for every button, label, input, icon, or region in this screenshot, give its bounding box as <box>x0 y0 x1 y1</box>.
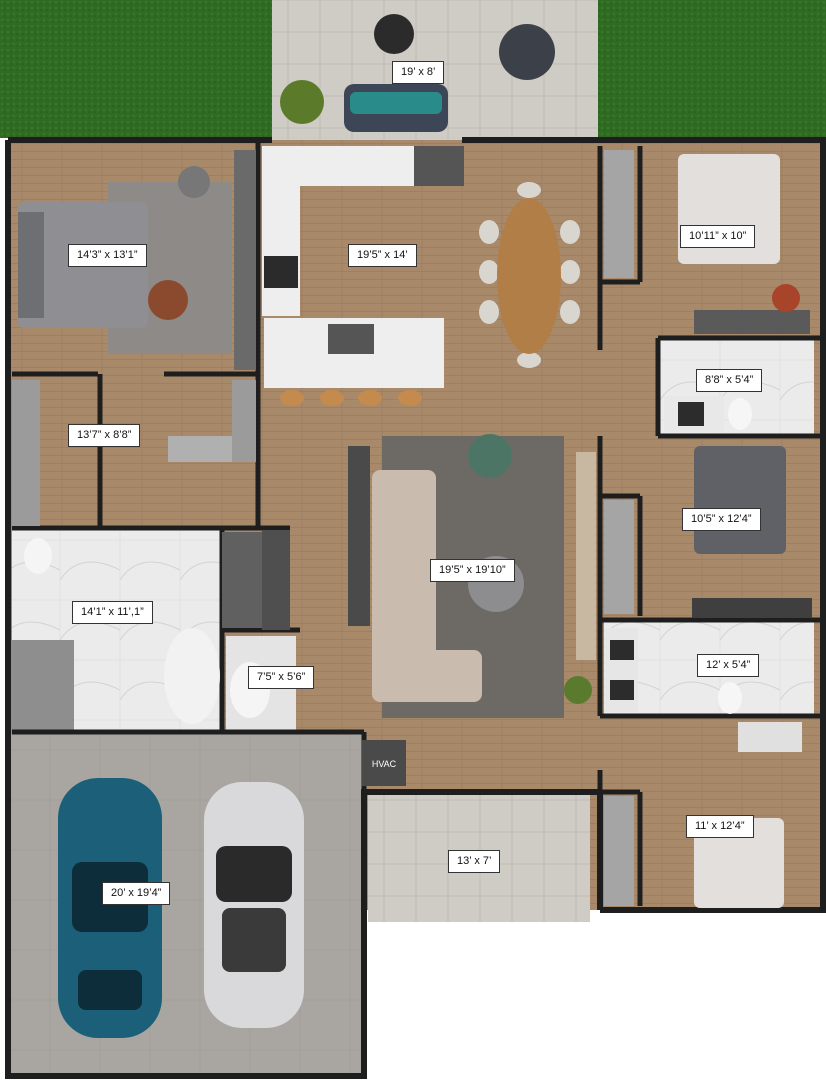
bedroom3-dresser <box>692 598 812 618</box>
primary-bath-counter <box>262 530 290 630</box>
primary-bed-pillows <box>18 212 44 318</box>
fire-pit <box>374 14 414 54</box>
hvac-label: HVAC <box>372 759 397 769</box>
primary-chair <box>178 166 210 198</box>
dining-table <box>497 198 561 354</box>
living-dimension-label: 19’5” x 19’10” <box>430 559 515 582</box>
patio-plant <box>280 80 324 124</box>
car-white <box>204 782 304 1028</box>
living-plant <box>564 676 592 704</box>
bedroom4-dimension-label: 11’ x 12’4” <box>686 815 754 838</box>
tv-console <box>348 446 370 626</box>
accent-chair <box>468 434 512 478</box>
bath2-dimension-label: 8’8” x 5’4” <box>696 369 763 392</box>
garage-dimension-label: 20’ x 19’4” <box>102 882 171 905</box>
primary-bedroom-dimension-label: 14’3” x 13’1” <box>68 244 147 267</box>
bedroom3-closet <box>604 500 634 614</box>
primary-bath-vanity <box>222 532 262 628</box>
bedroom4-bed <box>694 818 784 908</box>
kitchen-range <box>264 256 298 288</box>
kitchen-counter-left <box>262 146 300 316</box>
bedroom4-closet <box>604 796 634 906</box>
bedroom4-desk <box>738 722 802 752</box>
bedroom2-desk <box>694 310 810 334</box>
sofa-main <box>372 470 436 690</box>
bath2-sink <box>678 402 704 426</box>
primary-bath-dimension-label: 14’1” x 11’,1” <box>72 601 153 624</box>
closet-shelf-bottom <box>168 436 232 462</box>
living-wall-panel <box>576 452 596 660</box>
hvac-unit <box>362 740 406 786</box>
primary-bathtub <box>164 628 220 724</box>
laundry-dimension-label: 7’5” x 5’6” <box>248 666 315 689</box>
bedroom2-chair <box>772 284 800 312</box>
bedroom3-dimension-label: 10’5” x 12’4” <box>682 508 761 531</box>
bedroom2-dimension-label: 10’11” x 10” <box>680 225 756 248</box>
primary-desk <box>234 150 256 370</box>
lawn-right <box>598 0 826 138</box>
sofa-chaise <box>372 650 482 702</box>
kitchen-fridge <box>414 146 464 186</box>
car-blue <box>58 778 162 1038</box>
patio-sofa <box>344 84 448 132</box>
closet-shelf-right <box>232 380 256 462</box>
bar-stools <box>280 390 422 406</box>
walls <box>5 137 826 1079</box>
bath3-dimension-label: 12’ x 5’4” <box>697 654 760 677</box>
bath3-toilet <box>718 682 742 714</box>
bath2-toilet <box>728 398 752 430</box>
lawn-left <box>0 0 272 138</box>
dining-chairs <box>479 182 580 368</box>
closet-shelf-left <box>12 380 40 526</box>
interior-walls <box>12 140 823 910</box>
primary-ottoman <box>148 280 188 320</box>
primary-closet-dimension-label: 13’7” x 8’8” <box>68 424 141 447</box>
bath3-sink-2 <box>610 680 634 700</box>
shower-floor <box>12 640 74 730</box>
bedroom3-bed <box>694 446 786 554</box>
patio-table <box>499 24 555 80</box>
kitchen-sink <box>328 324 374 354</box>
bedroom2-closet <box>604 150 634 278</box>
kitchen-dimension-label: 19’5” x 14’ <box>348 244 417 267</box>
bath3-sink-1 <box>610 640 634 660</box>
foyer-dimension-label: 13’ x 7’ <box>448 850 501 873</box>
primary-toilet <box>24 538 52 574</box>
patio-dimension-label: 19’ x 8’ <box>392 61 445 84</box>
